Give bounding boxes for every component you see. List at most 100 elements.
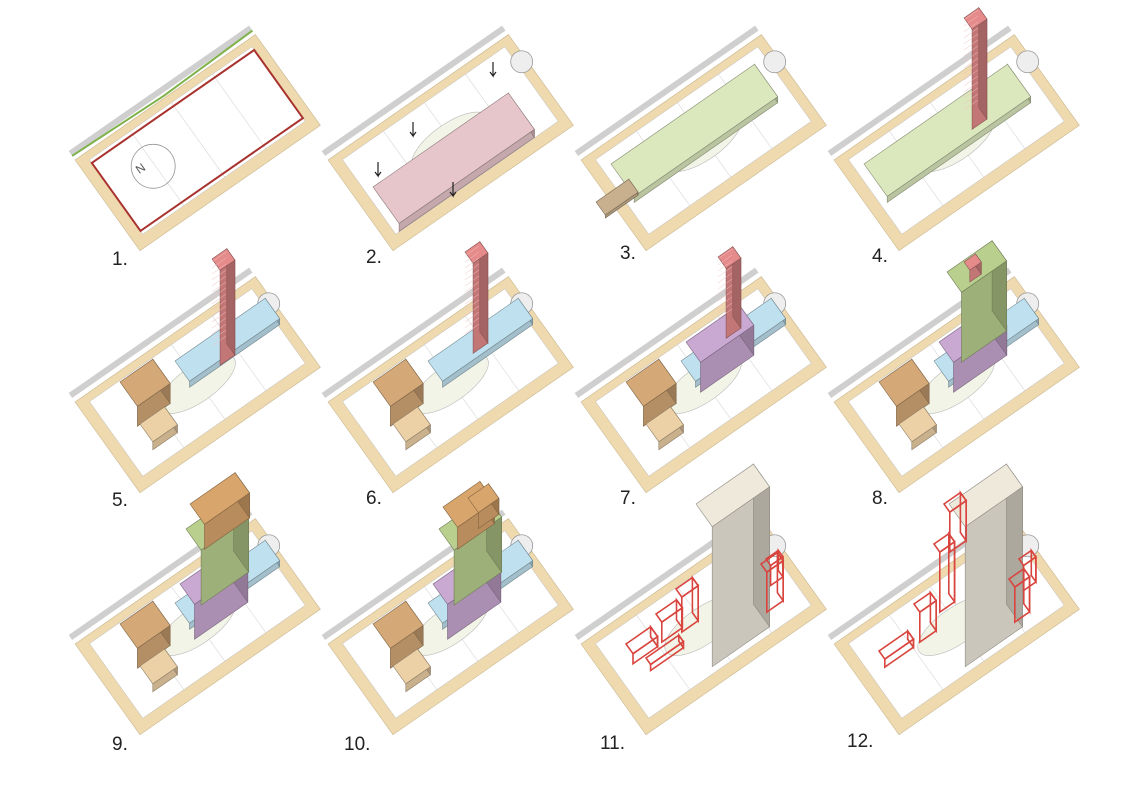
panel-label-8: 8. <box>872 488 888 509</box>
tower-floor-line <box>717 302 733 314</box>
tower-floor-line <box>717 266 733 278</box>
street <box>574 25 759 156</box>
arrow-down-icon <box>489 62 497 78</box>
tower-floor-line <box>464 305 480 317</box>
panel-label-10: 10. <box>344 734 371 755</box>
tower-floor-line <box>464 275 480 287</box>
tower-floor-line <box>963 15 979 27</box>
tower-floor-line <box>211 323 227 335</box>
site-boundary <box>90 48 305 233</box>
tower-floor-line <box>211 251 227 263</box>
ramp-circle <box>510 50 534 74</box>
tower-floor-line <box>963 93 979 105</box>
ramp-circle <box>1016 50 1040 74</box>
tower-floor-line <box>211 293 227 305</box>
panel-7 <box>574 245 827 494</box>
tower-floor-line <box>963 51 979 63</box>
stair-block-top-face <box>392 648 431 685</box>
tower-floor-line <box>211 299 227 311</box>
tower-floor-line <box>717 248 733 260</box>
tan-block-top-face <box>625 358 677 407</box>
panel-4 <box>827 6 1080 252</box>
tower-floor-line <box>963 63 979 75</box>
stair-block-top-face <box>139 648 178 685</box>
panel-label-11: 11. <box>600 733 626 754</box>
tower-floor-line <box>211 329 227 341</box>
tower-floor-line <box>717 254 733 266</box>
red-tower-side-face <box>978 6 988 121</box>
tower-floor-line <box>717 290 733 302</box>
tower-floor-line <box>464 287 480 299</box>
panel-11 <box>574 463 827 736</box>
tower-floor-line <box>963 57 979 69</box>
tower-floor-line <box>963 27 979 39</box>
street <box>321 25 506 156</box>
panel-label-4: 4. <box>872 246 888 267</box>
pale-tower-top-face <box>695 463 771 528</box>
ramp-circle <box>763 50 787 74</box>
tower-floor-line <box>464 251 480 263</box>
panel-label-12: 12. <box>847 731 874 752</box>
tower-floor-line <box>464 263 480 275</box>
red-wireframe-top-face <box>912 591 938 614</box>
north-compass <box>130 143 176 189</box>
red-wireframe-top-face <box>942 491 968 514</box>
street <box>68 25 253 156</box>
grid-line <box>212 73 267 149</box>
green-path <box>71 29 254 157</box>
panel-label-9: 9. <box>112 734 128 755</box>
red-tower-top-face <box>717 246 742 269</box>
tan-strip-top-face <box>595 178 639 216</box>
stair-block-top-face <box>898 406 937 443</box>
tower-floor-line <box>963 45 979 57</box>
tower-floor-line <box>963 39 979 51</box>
grid-line <box>889 614 944 690</box>
arrow-down-icon <box>374 162 382 178</box>
tower-floor-line <box>963 75 979 87</box>
panel-label-1: 1. <box>112 249 128 270</box>
red-wireframe-top-face <box>877 629 915 661</box>
red-wireframe-top-face <box>1017 549 1038 567</box>
red-top-top-face <box>963 253 982 271</box>
tower-floor-line <box>464 293 480 305</box>
tower-floor-line <box>717 260 733 272</box>
tower-floor-line <box>211 275 227 287</box>
tan-top-top-face <box>189 472 251 525</box>
red-wireframe-top-face <box>674 576 700 599</box>
tower-floor-line <box>963 99 979 111</box>
stair-block-top-face <box>139 406 178 443</box>
tower-floor-line <box>963 87 979 99</box>
arrow-down-icon <box>449 182 457 198</box>
arrow-down-icon <box>409 122 417 138</box>
red-wireframe-top-face <box>644 634 685 666</box>
tower-floor-line <box>211 311 227 323</box>
grid-line <box>130 130 185 206</box>
tower-floor-line <box>963 33 979 45</box>
stair-block-top-face <box>645 406 684 443</box>
panel-3 <box>574 25 827 252</box>
panel-6 <box>321 240 574 494</box>
tower-floor-line <box>211 305 227 317</box>
tower-floor-line <box>717 296 733 308</box>
panel-1: N <box>68 25 321 252</box>
tower-floor-line <box>464 299 480 311</box>
tower-floor-line <box>464 269 480 281</box>
tower-floor-line <box>717 308 733 320</box>
tower-floor-line <box>211 281 227 293</box>
panel-5 <box>68 247 321 494</box>
red-tower-top-face <box>963 7 988 30</box>
stair-block-top-face <box>392 406 431 443</box>
tower-floor-line <box>464 245 480 257</box>
tower-floor-line <box>211 335 227 347</box>
tan-block-top-face <box>372 358 424 407</box>
tower-floor-line <box>211 263 227 275</box>
tower-floor-line <box>211 257 227 269</box>
tower-floor-line <box>963 21 979 33</box>
panel-10 <box>321 480 574 736</box>
grid-line <box>171 102 226 178</box>
green-podium-top-face <box>863 63 1032 197</box>
tower-floor-line <box>464 281 480 293</box>
tower-floor-line <box>717 278 733 290</box>
